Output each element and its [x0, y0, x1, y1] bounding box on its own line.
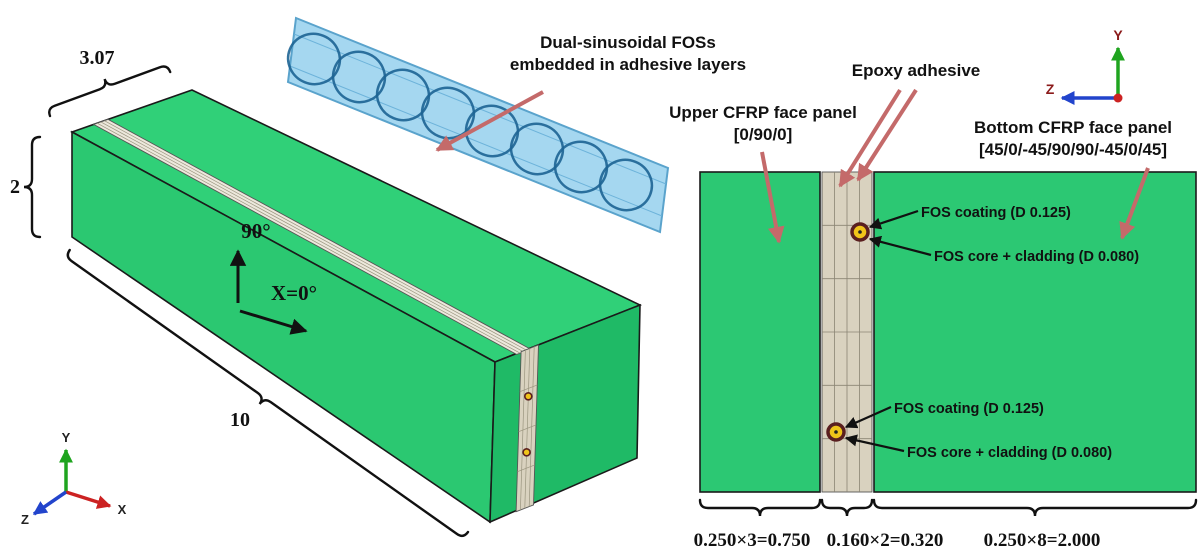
section-bottom-panel — [873, 171, 1197, 493]
cross-section: FOS coating (D 0.125) FOS core + claddin… — [694, 171, 1198, 551]
arrow-x0deg — [239, 309, 308, 335]
brace-beam-width — [48, 65, 172, 118]
dim-beam-height: 2 — [10, 176, 20, 198]
dim-beam-length: 10 — [230, 409, 250, 431]
label-bottom-panel-line1: Bottom CFRP face panel — [974, 118, 1172, 137]
label-fos-core-upper: FOS core + cladding (D 0.080) — [934, 249, 1139, 265]
fos-slab — [286, 16, 670, 234]
label-90deg: 90° — [241, 219, 270, 243]
label-upper-panel-line1: Upper CFRP face panel — [669, 103, 857, 122]
label-fos-coating-upper: FOS coating (D 0.125) — [921, 205, 1071, 221]
label-fos-coating-lower: FOS coating (D 0.125) — [894, 401, 1044, 417]
section-upper-panel — [699, 171, 821, 493]
label-fos-core-lower: FOS core + cladding (D 0.080) — [907, 445, 1112, 461]
label-bottom-panel-line2: [45/0/-45/90/90/-45/0/45] — [979, 140, 1167, 159]
triad-2d: Y Z — [1046, 27, 1125, 105]
axis2-x-origin-dot — [1113, 93, 1123, 103]
arrow-bottom-panel — [1119, 167, 1150, 240]
axis-x-arrow — [65, 490, 112, 509]
fos-lower — [826, 422, 846, 442]
fos-upper — [850, 222, 870, 242]
arrow-upper-panel — [760, 151, 785, 244]
brace-section-right — [872, 498, 1198, 517]
label-dual-fos-line2: embedded in adhesive layers — [510, 55, 746, 74]
fos-dot-lower-3d — [522, 447, 531, 457]
beam-3d: 3.07 2 10 90° X=0° — [10, 47, 643, 538]
arrow-dual-fos — [435, 90, 544, 152]
brace-section-mid — [820, 498, 874, 517]
dim-section-right: 0.250×8=2.000 — [984, 530, 1101, 551]
axis-x-label: X — [118, 502, 127, 517]
axis-z-arrow — [32, 490, 67, 516]
axis-z-label: Z — [21, 512, 29, 527]
callout-arrows — [435, 88, 1150, 244]
label-dual-fos-line1: Dual-sinusoidal FOSs — [540, 33, 716, 52]
brace-beam-height — [23, 135, 42, 239]
axis2-y-label: Y — [1113, 27, 1123, 43]
beam-top-adhesive-strip — [92, 118, 533, 355]
brace-section-left — [698, 498, 822, 517]
arrow-epoxy-2 — [856, 88, 918, 182]
beam-end-adhesive-strip — [515, 344, 539, 513]
axis-y-label: Y — [62, 430, 71, 445]
label-epoxy: Epoxy adhesive — [852, 61, 981, 80]
triad-3d: Y X Z — [21, 430, 127, 527]
fos-dot-upper-3d — [523, 391, 533, 401]
dim-section-left: 0.250×3=0.750 — [694, 530, 811, 551]
sinusoidal-fibers — [286, 32, 654, 212]
arrow-epoxy-1 — [838, 88, 902, 188]
label-x0deg: X=0° — [271, 281, 317, 305]
fos-annotation-arrows — [844, 209, 932, 453]
orientation-arrows: 90° X=0° — [229, 219, 317, 335]
dim-beam-width: 3.07 — [80, 47, 115, 69]
label-upper-panel-line2: [0/90/0] — [734, 125, 793, 144]
dim-section-mid: 0.160×2=0.320 — [827, 530, 944, 551]
axis2-z-label: Z — [1046, 81, 1055, 97]
